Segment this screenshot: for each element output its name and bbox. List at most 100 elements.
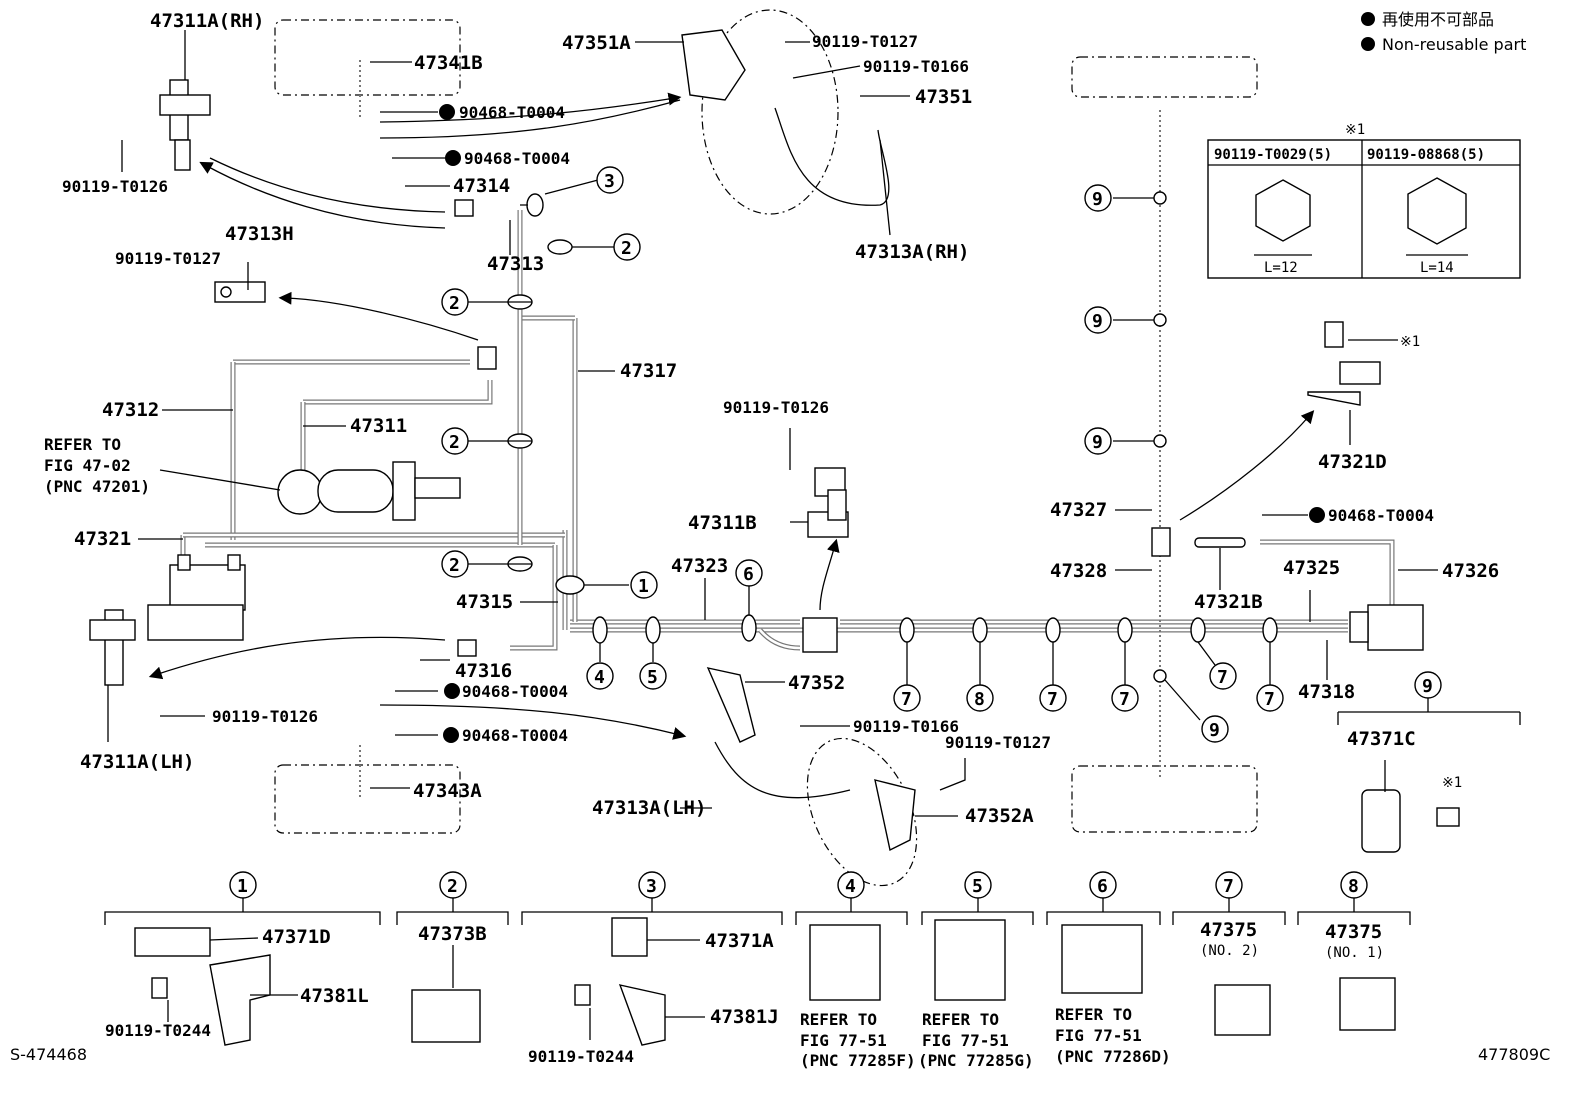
callout-5: 5 bbox=[964, 871, 992, 899]
label-47314: 47314 bbox=[453, 175, 510, 197]
label-47311: 47311 bbox=[350, 415, 407, 437]
callout-7: 7 bbox=[1209, 662, 1237, 690]
non-reusable-dot-icon bbox=[1309, 507, 1325, 523]
union-47314 bbox=[454, 199, 474, 217]
g5-line-2: FIG 77-51 bbox=[922, 1031, 1009, 1050]
label-47313: 47313 bbox=[487, 253, 544, 275]
g4-line-2: FIG 77-51 bbox=[800, 1031, 887, 1050]
direction-arrow bbox=[379, 99, 681, 139]
non-reusable-dot-icon bbox=[439, 104, 455, 120]
callout-4: 4 bbox=[837, 871, 865, 899]
callout-7: 7 bbox=[1215, 871, 1243, 899]
clip-77285G bbox=[934, 919, 1006, 1001]
direction-arrow bbox=[199, 161, 446, 229]
label-90468-b: 90468-T0004 bbox=[464, 149, 570, 168]
bolt-b-length: L=14 bbox=[1420, 260, 1454, 276]
svg-text:2: 2 bbox=[621, 238, 632, 259]
svg-text:9: 9 bbox=[1209, 720, 1220, 741]
svg-text:9: 9 bbox=[1092, 432, 1103, 453]
callout-9: 9 bbox=[1084, 306, 1112, 334]
callout-2: 2 bbox=[441, 427, 469, 455]
g7-sub: (NO. 2) bbox=[1200, 943, 1259, 959]
label-90119-T0244-b: 90119-T0244 bbox=[528, 1047, 634, 1066]
note-ref-label: ※1 bbox=[1345, 122, 1365, 138]
outline-box-bottom-left bbox=[274, 764, 461, 834]
callout-7: 7 bbox=[1256, 684, 1284, 712]
label-47371D: 47371D bbox=[262, 926, 331, 948]
callout-6: 6 bbox=[735, 559, 763, 587]
svg-text:2: 2 bbox=[449, 555, 460, 576]
callout-9: 9 bbox=[1084, 184, 1112, 212]
pipe-clips bbox=[507, 191, 1278, 683]
svg-text:4: 4 bbox=[594, 667, 605, 688]
callout-5: 5 bbox=[639, 662, 667, 690]
g8-sub: (NO. 1) bbox=[1325, 945, 1384, 961]
callout-8: 8 bbox=[1340, 871, 1368, 899]
svg-text:6: 6 bbox=[1097, 876, 1108, 897]
label-47381L: 47381L bbox=[300, 985, 369, 1007]
svg-text:8: 8 bbox=[1348, 876, 1359, 897]
label-90119-T0166-a: 90119-T0166 bbox=[863, 57, 969, 76]
svg-text:5: 5 bbox=[972, 876, 983, 897]
direction-arrow bbox=[379, 92, 682, 123]
label-47311A-rh: 47311A(RH) bbox=[150, 10, 264, 32]
rear-wheel-cylinder bbox=[1349, 604, 1424, 651]
svg-text:9: 9 bbox=[1092, 189, 1103, 210]
label-47328: 47328 bbox=[1050, 560, 1107, 582]
direction-arrow bbox=[209, 157, 446, 213]
label-47321B: 47321B bbox=[1194, 591, 1263, 613]
flex-hose-rh bbox=[774, 107, 890, 206]
clip-47373B bbox=[411, 989, 481, 1043]
tube-47321B bbox=[1194, 537, 1246, 548]
label-47325: 47325 bbox=[1283, 557, 1340, 579]
label-47351: 47351 bbox=[915, 86, 972, 108]
label-47371C: 47371C bbox=[1347, 728, 1416, 750]
label-90468-e: 90468-T0004 bbox=[1328, 506, 1434, 525]
tee-47321D bbox=[1307, 321, 1381, 406]
svg-text:4: 4 bbox=[845, 876, 856, 897]
svg-text:2: 2 bbox=[449, 432, 460, 453]
svg-text:7: 7 bbox=[1047, 689, 1058, 710]
label-90119-T0244-a: 90119-T0244 bbox=[105, 1021, 211, 1040]
label-47321D: 47321D bbox=[1318, 451, 1387, 473]
detail-outline-lower bbox=[806, 737, 918, 887]
callout-7: 7 bbox=[1111, 684, 1139, 712]
figure-code-right: 477809C bbox=[1478, 1045, 1550, 1064]
non-reusable-dot-icon bbox=[443, 727, 459, 743]
callout-7: 7 bbox=[1039, 684, 1067, 712]
connector-47311A-lh bbox=[89, 609, 136, 686]
label-47351A: 47351A bbox=[562, 32, 631, 54]
clip-77285F bbox=[809, 924, 881, 1001]
bolt-a-label: 90119-T0029(5) bbox=[1214, 147, 1332, 163]
label-47371A: 47371A bbox=[705, 930, 774, 952]
bracket-47351A bbox=[681, 29, 746, 101]
non-reusable-dot-icon bbox=[445, 150, 461, 166]
bracket-47352 bbox=[706, 667, 756, 743]
callout-1: 1 bbox=[630, 571, 658, 599]
svg-text:5: 5 bbox=[647, 667, 658, 688]
svg-text:7: 7 bbox=[1264, 689, 1275, 710]
clamp-47371C bbox=[1361, 789, 1460, 853]
bracket-47352A bbox=[874, 779, 916, 852]
outline-box-top-left bbox=[274, 19, 461, 96]
direction-arrow bbox=[1179, 410, 1315, 521]
note-ref-47371C: ※1 bbox=[1442, 775, 1462, 791]
svg-text:7: 7 bbox=[1119, 689, 1130, 710]
label-47312: 47312 bbox=[102, 399, 159, 421]
g6-line-3: (PNC 77286D) bbox=[1055, 1047, 1171, 1066]
joint-center bbox=[802, 617, 838, 653]
label-90468-a: 90468-T0004 bbox=[459, 103, 565, 122]
svg-text:1: 1 bbox=[638, 576, 649, 597]
bolt-a-length: L=12 bbox=[1264, 260, 1298, 276]
leader-lines bbox=[107, 30, 1521, 817]
svg-text:6: 6 bbox=[743, 564, 754, 585]
hex-bolt-12-icon bbox=[1255, 179, 1311, 242]
callout-4: 4 bbox=[586, 662, 614, 690]
clamp-47371A bbox=[611, 917, 648, 957]
clip-47375-no1 bbox=[1339, 977, 1396, 1031]
label-90468-c: 90468-T0004 bbox=[462, 682, 568, 701]
label-47373B: 47373B bbox=[418, 923, 487, 945]
label-90119-T0126-b: 90119-T0126 bbox=[212, 707, 318, 726]
bolt-b-label: 90119-08868(5) bbox=[1367, 147, 1485, 163]
g6-line-2: FIG 77-51 bbox=[1055, 1026, 1142, 1045]
